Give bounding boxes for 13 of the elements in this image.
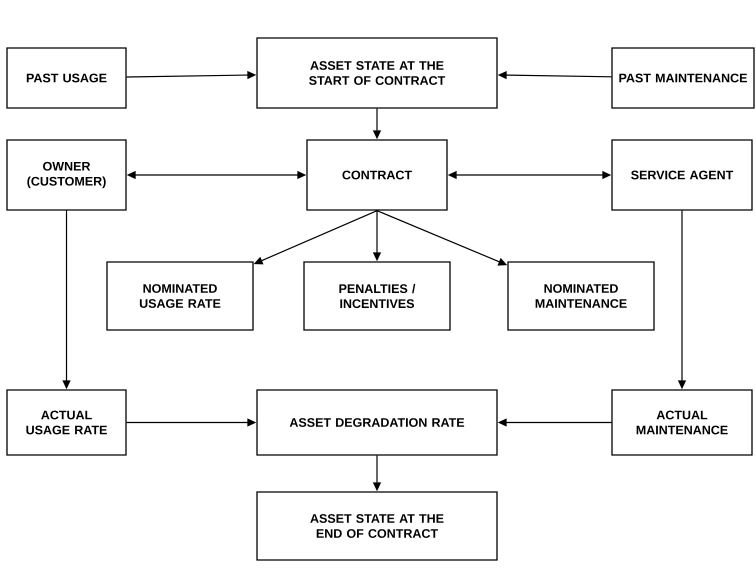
process-box: PAST MAINTENANCE [611,47,755,109]
process-box: ASSET DEGRADATION RATE [256,389,498,456]
process-box: PAST USAGE [6,47,127,109]
process-box: ACTUAL MAINTENANCE [611,389,753,456]
process-box: NOMINATED MAINTENANCE [507,261,655,331]
process-box: ASSET STATE AT THE END OF CONTRACT [256,491,498,561]
process-box: OWNER (CUSTOMER) [6,139,127,211]
process-box: PENALTIES / INCENTIVES [303,261,451,331]
process-box: ASSET STATE AT THE START OF CONTRACT [256,37,498,109]
process-box: SERVICE AGENT [611,139,753,211]
process-box: NOMINATED USAGE RATE [106,261,254,331]
process-box: ACTUAL USAGE RATE [6,389,127,456]
process-box: CONTRACT [306,139,448,211]
